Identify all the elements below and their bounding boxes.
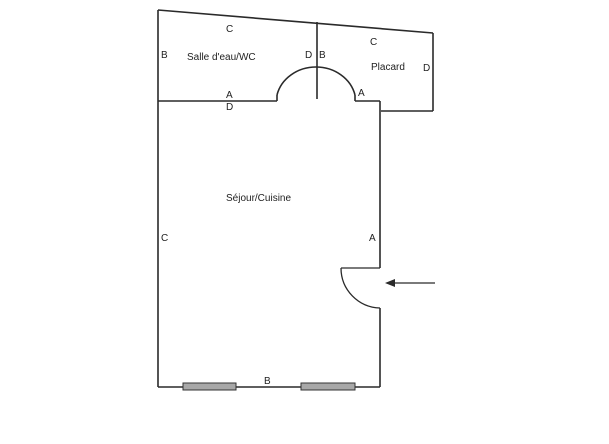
wall-label-placard-left: B: [319, 50, 326, 61]
window-left: [182, 382, 237, 391]
door-swing[interactable]: [340, 267, 381, 309]
wall-label-salle-bottom: A: [226, 90, 233, 101]
wall-label-placard-bottom: A: [358, 88, 365, 99]
wall-label-placard-top: C: [370, 37, 377, 48]
wall-label-placard-right: D: [423, 63, 430, 74]
room-label-salle: Salle d'eau/WC: [187, 52, 256, 63]
door-arc: [276, 66, 356, 96]
wall-label-sejour-left: C: [161, 233, 168, 244]
room-label-placard: Placard: [371, 62, 405, 73]
wall-label-sejour-top: D: [226, 102, 233, 113]
wall-top: [157, 9, 434, 34]
arrow-left-icon: [385, 279, 435, 287]
wall-label-sejour-bottom: B: [264, 376, 271, 387]
room-label-sejour: Séjour/Cuisine: [226, 193, 291, 204]
window-right: [300, 382, 356, 391]
wall-label-sejour-right: A: [369, 233, 376, 244]
wall-label-salle-right: D: [305, 50, 312, 61]
wall-label-salle-left: B: [161, 50, 168, 61]
wall-label-salle-top: C: [226, 24, 233, 35]
